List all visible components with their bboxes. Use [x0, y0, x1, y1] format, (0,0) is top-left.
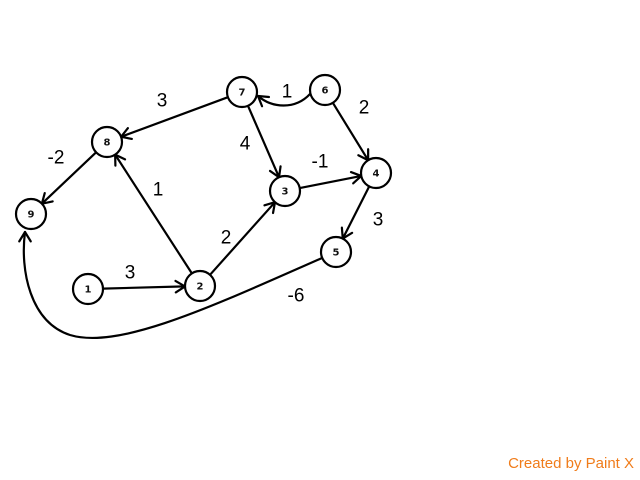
edge-line: [40, 151, 98, 205]
edge-weight-7-8: 3: [157, 91, 168, 112]
node-circle: [90, 125, 124, 159]
edge-line: [114, 153, 193, 275]
edge-line: [246, 104, 281, 179]
edge-line: [119, 96, 230, 138]
node-circle: [71, 272, 105, 306]
node-6: 6: [308, 73, 342, 107]
weights-layer: 3 2 1 -1 3 -6 1 2 4 3 -2: [48, 82, 384, 307]
nodes-layer: 1 2 3 4 5 6 7 8 9: [14, 73, 393, 306]
edge-weight-6-7: 1: [282, 82, 293, 103]
edge-2-8: [114, 153, 193, 275]
edges-layer: [18, 92, 371, 339]
node-9: 9: [14, 197, 48, 231]
node-circle: [183, 269, 217, 303]
node-5: 5: [319, 235, 353, 269]
watermark-text: Created by Paint X: [508, 455, 634, 472]
node-circle: [14, 197, 48, 231]
edge-weight-6-4: 2: [359, 98, 370, 119]
edge-line: [341, 185, 371, 240]
node-label: 9: [28, 210, 35, 221]
node-3: 3: [268, 174, 302, 208]
node-label: 3: [282, 187, 289, 198]
node-7: 7: [225, 75, 259, 109]
edge-line: [22, 230, 324, 339]
edge-line: [256, 92, 312, 107]
node-2: 2: [183, 269, 217, 303]
edge-weight-5-9: -6: [288, 286, 305, 307]
node-circle: [225, 75, 259, 109]
edge-line: [208, 201, 277, 276]
node-label: 6: [322, 86, 329, 97]
edge-weight-8-9: -2: [48, 148, 65, 169]
node-label: 7: [239, 88, 246, 99]
edge-line: [101, 285, 187, 290]
arrowhead: [18, 230, 32, 243]
edge-5-9: [18, 230, 324, 339]
node-label: 4: [373, 169, 380, 180]
edge-1-2: [101, 279, 187, 294]
node-4: 4: [359, 156, 393, 190]
edge-weight-4-5: 3: [373, 210, 384, 231]
node-circle: [268, 174, 302, 208]
node-circle: [319, 235, 353, 269]
node-8: 8: [90, 125, 124, 159]
arrowhead: [256, 94, 271, 108]
edge-4-5: [340, 185, 371, 240]
node-label: 8: [104, 138, 111, 149]
edge-7-8: [119, 96, 230, 141]
edge-line: [331, 101, 370, 162]
node-label: 2: [197, 282, 204, 293]
node-1: 1: [71, 272, 105, 306]
edge-weight-2-3: 2: [221, 228, 232, 249]
node-label: 5: [333, 248, 340, 259]
node-label: 1: [85, 285, 92, 296]
edge-line: [298, 174, 363, 190]
edge-6-7: [256, 92, 312, 108]
node-circle: [308, 73, 342, 107]
edge-7-3: [246, 104, 282, 179]
edge-weight-2-8: 1: [153, 180, 164, 201]
edge-weight-7-3: 4: [240, 134, 251, 155]
edge-weight-3-4: -1: [312, 152, 329, 173]
node-circle: [359, 156, 393, 190]
edge-weight-1-2: 3: [125, 263, 136, 284]
edge-3-4: [298, 170, 363, 190]
